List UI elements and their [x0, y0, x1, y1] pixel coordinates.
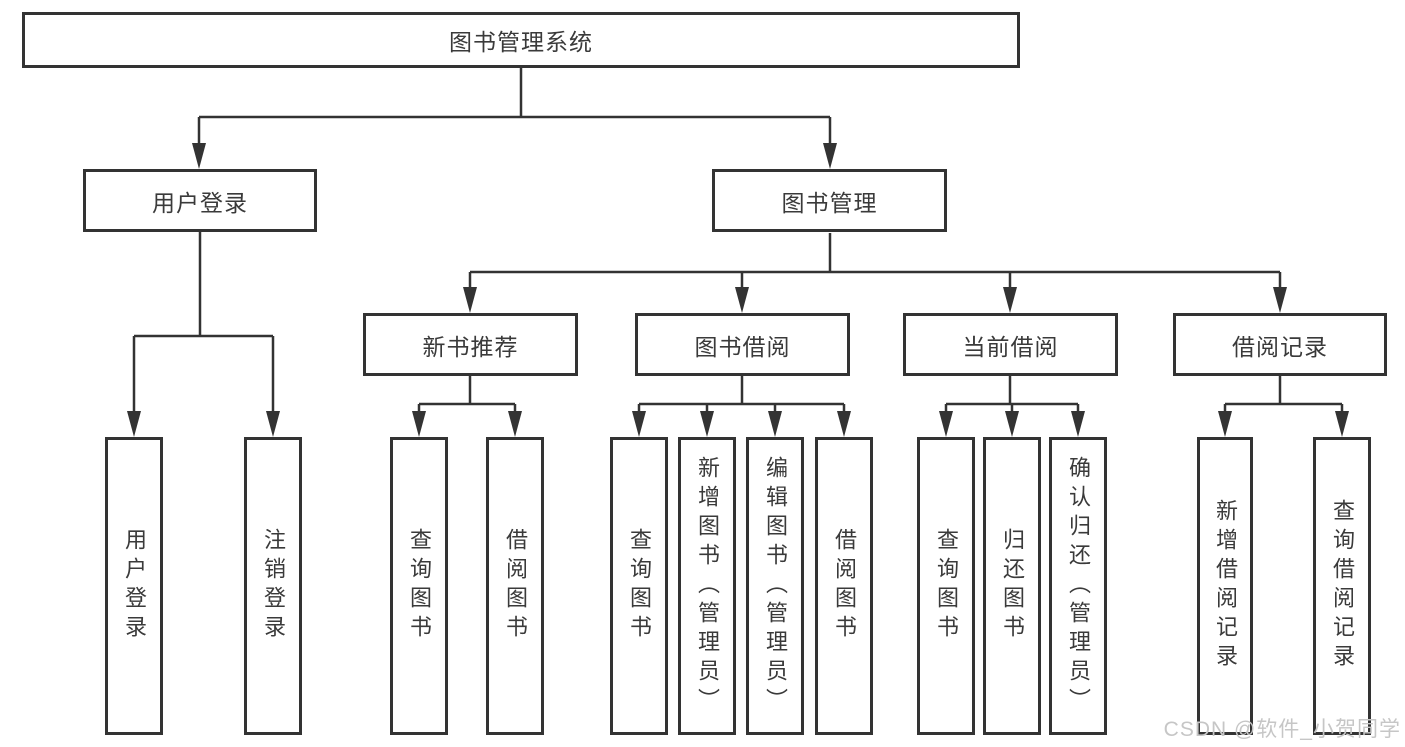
node-current-borrow: 当前借阅 — [903, 313, 1118, 376]
leaf-borrow-books-1: 借阅图书 — [486, 437, 544, 735]
leaf-query-books-1: 查询图书 — [390, 437, 448, 735]
arrow-down-icon — [823, 143, 837, 169]
leaf-label: 新增借阅记录 — [1213, 499, 1238, 673]
arrow-down-icon — [1273, 287, 1287, 313]
leaf-label: 新增图书（管理员） — [695, 455, 720, 717]
arrow-down-icon — [632, 411, 646, 437]
node-label: 用户登录 — [152, 189, 248, 216]
arrow-down-icon — [127, 411, 141, 437]
leaf-add-borrow-record: 新增借阅记录 — [1197, 437, 1253, 735]
leaf-label: 注销登录 — [261, 528, 286, 644]
arrow-down-icon — [266, 411, 280, 437]
arrow-down-icon — [463, 287, 477, 313]
node-label: 当前借阅 — [962, 333, 1059, 360]
leaf-logout: 注销登录 — [244, 437, 302, 735]
leaf-edit-books-admin: 编辑图书（管理员） — [746, 437, 804, 735]
leaf-label: 确认归还（管理员） — [1066, 455, 1091, 717]
leaf-return-books: 归还图书 — [983, 437, 1041, 735]
leaf-query-books-2: 查询图书 — [610, 437, 668, 735]
connector-lines — [132, 68, 1344, 413]
leaf-label: 用户登录 — [122, 528, 147, 644]
leaf-query-books-3: 查询图书 — [917, 437, 975, 735]
arrow-down-icon — [192, 143, 206, 169]
node-borrow-records: 借阅记录 — [1173, 313, 1387, 376]
arrow-down-icon — [1005, 411, 1019, 437]
node-user-login: 用户登录 — [83, 169, 317, 232]
leaf-query-borrow-record: 查询借阅记录 — [1313, 437, 1371, 735]
leaf-user-login: 用户登录 — [105, 437, 163, 735]
node-label: 图书管理 — [781, 189, 878, 216]
csdn-watermark: CSDN @软件_小贺同学 — [1163, 718, 1401, 741]
arrow-down-icon — [735, 287, 749, 313]
arrow-down-icon — [1003, 287, 1017, 313]
node-book-management: 图书管理 — [712, 169, 947, 232]
leaf-label: 借阅图书 — [832, 528, 857, 644]
node-book-borrow: 图书借阅 — [635, 313, 850, 376]
arrow-down-icon — [837, 411, 851, 437]
arrow-down-icon — [1071, 411, 1085, 437]
node-label: 图书借阅 — [694, 333, 791, 360]
arrowheads — [127, 143, 1349, 437]
node-label: 新书推荐 — [422, 333, 519, 360]
leaf-label: 查询图书 — [934, 528, 959, 644]
node-label: 借阅记录 — [1232, 333, 1328, 360]
leaf-label: 归还图书 — [1000, 528, 1025, 644]
arrow-down-icon — [1218, 411, 1232, 437]
node-new-book-recommend: 新书推荐 — [363, 313, 578, 376]
leaf-label: 借阅图书 — [503, 528, 528, 644]
node-label: 图书管理系统 — [449, 29, 593, 55]
arrow-down-icon — [768, 411, 782, 437]
leaf-add-books-admin: 新增图书（管理员） — [678, 437, 736, 735]
leaf-borrow-books-2: 借阅图书 — [815, 437, 873, 735]
leaf-label: 查询图书 — [407, 528, 432, 644]
arrow-down-icon — [412, 411, 426, 437]
arrow-down-icon — [939, 411, 953, 437]
leaf-label: 编辑图书（管理员） — [763, 455, 788, 717]
arrow-down-icon — [508, 411, 522, 437]
leaf-confirm-return-admin: 确认归还（管理员） — [1049, 437, 1107, 735]
node-library-system-root: 图书管理系统 — [22, 12, 1020, 68]
arrow-down-icon — [1335, 411, 1349, 437]
leaf-label: 查询借阅记录 — [1330, 499, 1355, 673]
leaf-label: 查询图书 — [627, 528, 652, 644]
arrow-down-icon — [700, 411, 714, 437]
